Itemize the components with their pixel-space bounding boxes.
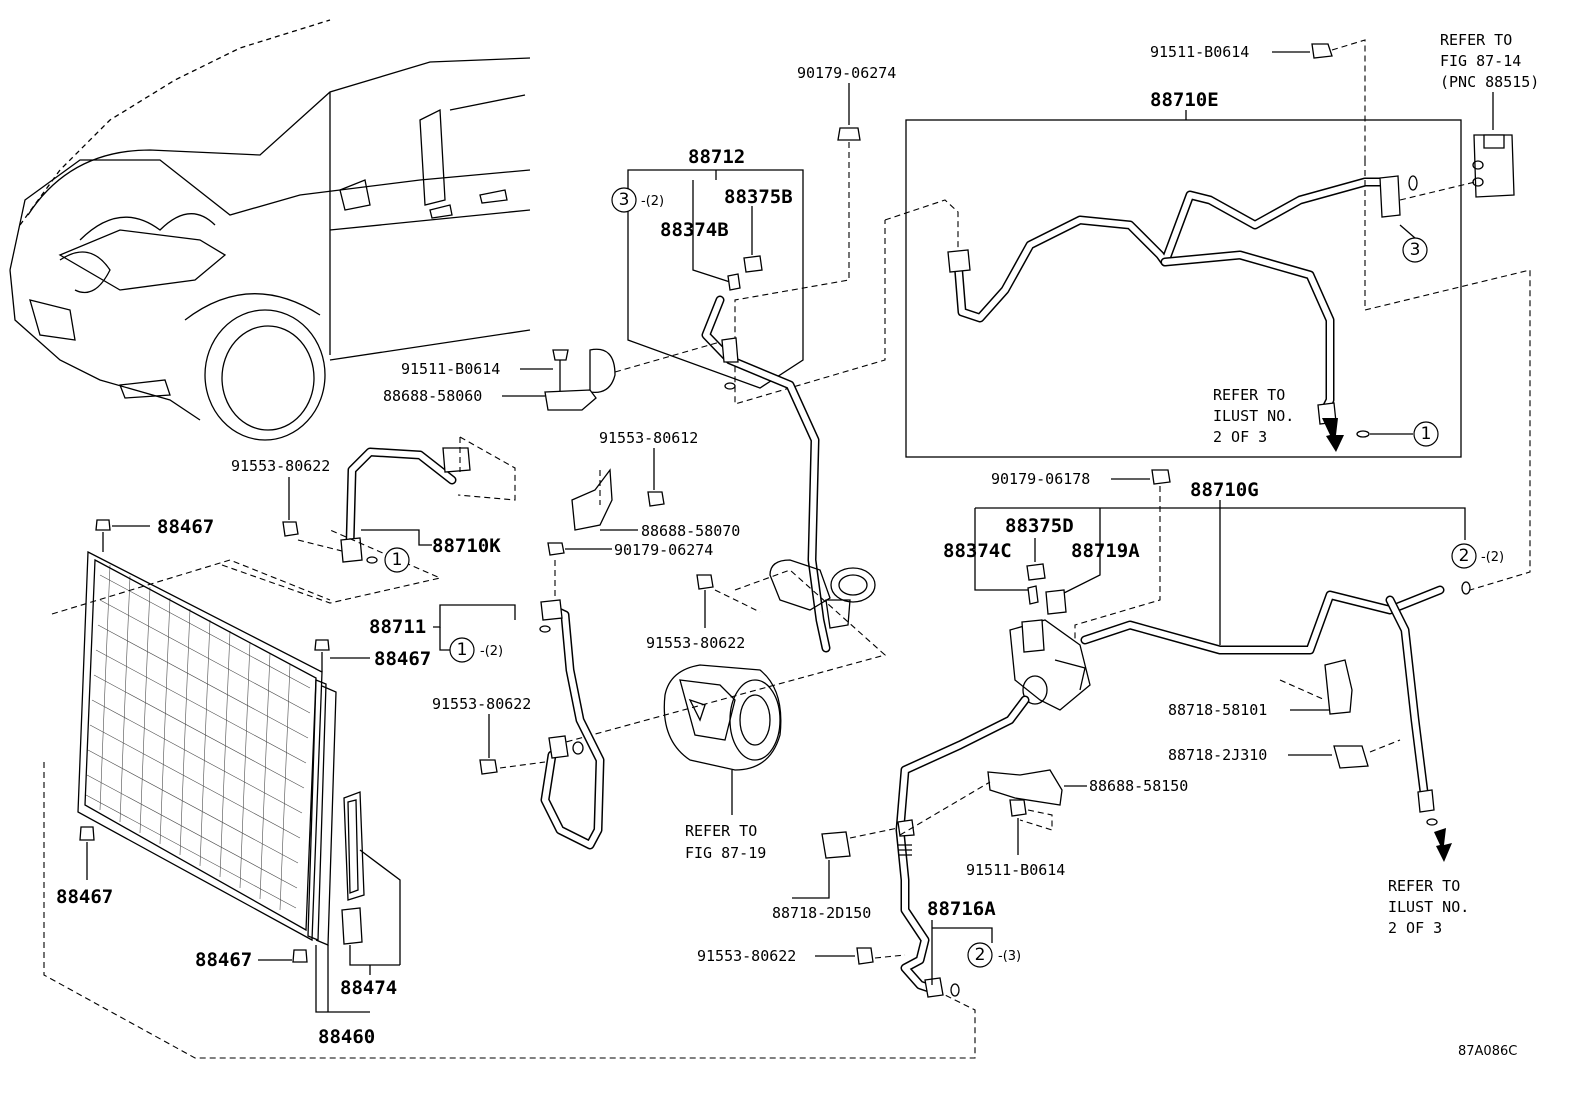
label-88711: 88711 (369, 616, 426, 638)
svg-text:2: 2 (975, 945, 986, 965)
label-88460: 88460 (318, 1026, 375, 1048)
refer-ilust-lower-line3: 2 OF 3 (1388, 919, 1442, 937)
svg-text:-(2): -(2) (1481, 550, 1504, 565)
label-91511-B0614-left: 91511-B0614 (401, 360, 500, 378)
ref-circle-3-top (611, 187, 637, 213)
refer-ilust-upper-line3: 2 OF 3 (1213, 428, 1267, 446)
refer-fig-87-14-line1: REFER TO (1440, 31, 1512, 49)
condenser-illustration: 88467 88467 88467 88467 88474 88460 (43, 516, 976, 1059)
svg-text:1: 1 (392, 550, 403, 570)
label-88719A: 88719A (1071, 540, 1140, 562)
label-88467-d: 88467 (195, 949, 252, 971)
label-88374C: 88374C (943, 540, 1012, 562)
label-88712: 88712 (688, 146, 745, 168)
label-90179-06274-mid: 90179-06274 (614, 541, 713, 559)
label-91511-B0614-bottom: 91511-B0614 (966, 861, 1065, 879)
svg-text:3: 3 (1410, 240, 1421, 260)
label-88688-58070: 88688-58070 (641, 522, 740, 540)
refer-fig-87-19-line1: REFER TO (685, 822, 757, 840)
refer-fig-87-14-line2: FIG 87-14 (1440, 52, 1521, 70)
refer-ilust-upper-line1: REFER TO (1213, 386, 1285, 404)
label-88710G: 88710G (1190, 479, 1259, 501)
label-91553-80622-a: 91553-80622 (231, 457, 330, 475)
label-88688-58150: 88688-58150 (1089, 777, 1188, 795)
label-88375D: 88375D (1005, 515, 1074, 537)
label-91553-80612: 91553-80612 (599, 429, 698, 447)
label-91553-80622-c: 91553-80622 (646, 634, 745, 652)
label-88716A: 88716A (927, 898, 996, 920)
svg-text:-(2): -(2) (641, 194, 664, 209)
vehicle-illustration (9, 19, 531, 441)
label-90179-06178: 90179-06178 (991, 470, 1090, 488)
label-88467-b: 88467 (374, 648, 431, 670)
ref-circle-1-right (1413, 421, 1439, 447)
label-88375B: 88375B (724, 186, 793, 208)
label-91553-80622-b: 91553-80622 (432, 695, 531, 713)
drawing-code: 87A086C (1458, 1044, 1517, 1059)
svg-text:1: 1 (1421, 424, 1432, 444)
ref-circle-1-88711 (449, 637, 475, 663)
label-88467-a: 88467 (157, 516, 214, 538)
label-88467-c: 88467 (56, 886, 113, 908)
label-88710E: 88710E (1150, 89, 1219, 111)
ref-circle-1-88710K (384, 547, 410, 573)
group-expansion-valve: REFER TO FIG 87-14 (PNC 88515) (1440, 31, 1539, 198)
label-88688-58060: 88688-58060 (383, 387, 482, 405)
group-bracket-58060: 91511-B0614 88688-58060 (383, 341, 721, 411)
ref-circle-2-right (1451, 543, 1477, 569)
label-90179-06274-top: 90179-06274 (797, 64, 896, 82)
refer-ilust-lower-line1: REFER TO (1388, 877, 1460, 895)
svg-text:-(3): -(3) (998, 949, 1021, 964)
svg-text:3: 3 (619, 190, 630, 210)
svg-text:-(2): -(2) (480, 644, 503, 659)
refer-fig-87-14-line3: (PNC 88515) (1440, 73, 1539, 91)
svg-text:1: 1 (457, 640, 468, 660)
group-88711: 88711 1 -(2) 91553-80622 (369, 599, 605, 850)
compressor-illustration: REFER TO FIG 87-19 (663, 559, 876, 862)
label-88718-2J310: 88718-2J310 (1168, 746, 1267, 764)
label-88374B: 88374B (660, 219, 729, 241)
group-88710K: 91553-80622 1 88710K (221, 436, 516, 604)
label-88710K: 88710K (432, 535, 501, 557)
label-91511-B0614-top: 91511-B0614 (1150, 43, 1249, 61)
group-88712: 90179-06274 88712 3 -(2) 88375B 88374B (611, 64, 896, 653)
group-88710E: 91511-B0614 88710E 3 1 REFER TO ILUST NO… (884, 39, 1531, 591)
group-88710G: 90179-06178 88710G 88375D 88374C 88719A … (697, 469, 1504, 998)
refer-ilust-lower-line2: ILUST NO. (1388, 898, 1469, 916)
group-bracket-58070: 91553-80612 88688-58070 90179-06274 (547, 429, 740, 600)
refer-fig-87-19-line2: FIG 87-19 (685, 844, 766, 862)
label-91553-80622-d: 91553-80622 (697, 947, 796, 965)
ref-circle-2-bottom (967, 942, 993, 968)
label-88718-58101: 88718-58101 (1168, 701, 1267, 719)
label-88474: 88474 (340, 977, 397, 999)
refer-ilust-upper-line2: ILUST NO. (1213, 407, 1294, 425)
group-compressor-bolt: 91553-80622 (554, 569, 887, 746)
svg-text:2: 2 (1459, 546, 1470, 566)
label-88718-2D150: 88718-2D150 (772, 904, 871, 922)
